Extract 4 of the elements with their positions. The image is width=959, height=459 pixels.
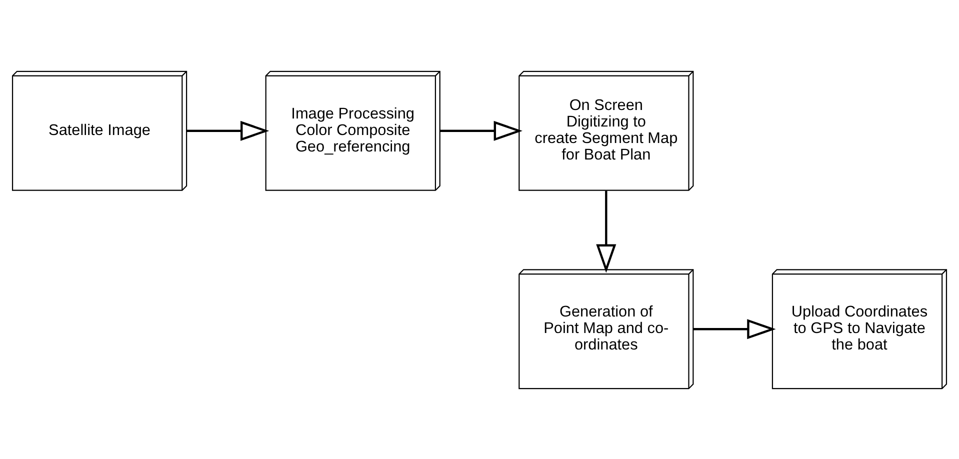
arrow [186, 120, 270, 140]
arrow [440, 120, 522, 140]
arrow [596, 190, 616, 272]
arrow [693, 318, 776, 339]
